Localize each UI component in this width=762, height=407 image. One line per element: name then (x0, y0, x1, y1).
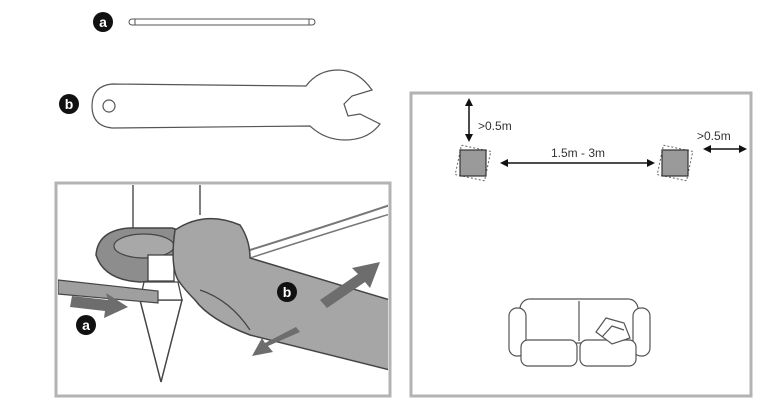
speaker-right (656, 144, 694, 182)
tightening-detail-panel: a b (54, 181, 392, 398)
callout-badge-a (93, 12, 113, 32)
callout-label-b: b (65, 96, 74, 112)
callout-badge-b (59, 94, 79, 114)
top-clearance-arrow (465, 98, 473, 142)
detail-badge-b (277, 282, 297, 302)
side-clearance-arrow (703, 145, 747, 153)
top-clearance-label: >0.5m (478, 119, 512, 133)
speaker-left (454, 144, 492, 182)
rotate-arrow-up (320, 262, 380, 308)
detail-badge-a (76, 315, 96, 335)
sofa (508, 298, 651, 367)
speaker-spacing-arrow (500, 159, 655, 167)
speaker-spacing-label: 1.5m - 3m (551, 146, 605, 160)
cable (249, 204, 388, 251)
room-placement-panel: >0.5m 1.5m - 3m >0.5m (409, 91, 753, 398)
side-clearance-label: >0.5m (697, 129, 731, 143)
detail-label-b: b (283, 284, 292, 300)
cushion-pillow (595, 317, 631, 345)
wrench-hole (102, 99, 116, 113)
tool-b-wrench: b (59, 69, 381, 141)
rod-body (128, 18, 316, 26)
tool-a-rod: a (93, 12, 316, 32)
push-arrow (70, 293, 128, 318)
rod-a-inserted (58, 279, 159, 304)
rotate-arrow-down (252, 327, 300, 356)
wrench-outline (91, 69, 381, 141)
detail-label-a: a (82, 317, 90, 333)
callout-label-a: a (99, 14, 107, 30)
